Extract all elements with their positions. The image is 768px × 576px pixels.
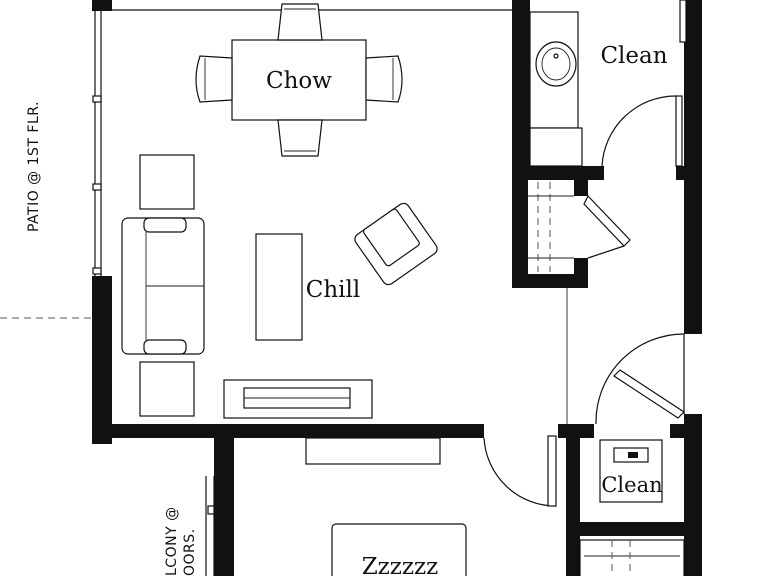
wall-bedroom-left	[214, 424, 234, 576]
closet	[528, 182, 631, 272]
end-table-bottom	[139, 361, 195, 417]
wall-left-lower	[92, 276, 112, 444]
chair-left	[195, 55, 233, 103]
entry-door	[595, 333, 685, 425]
dresser	[305, 437, 441, 465]
bedroom-door-leaf	[547, 435, 557, 507]
wall-living-bottom	[92, 424, 484, 438]
wall-closet-bottom	[512, 274, 588, 288]
chair-top	[277, 3, 323, 41]
closet-door	[583, 194, 631, 247]
laundry	[599, 439, 663, 503]
bed	[331, 523, 467, 576]
wall-top-left-stub	[92, 0, 112, 11]
wall-right-lower	[684, 414, 702, 576]
label-living: Chill	[306, 277, 360, 303]
entry-door-swing	[595, 333, 685, 425]
note-balcony-2: OORS.	[182, 528, 198, 576]
label-bedroom: Zzzzzz	[362, 554, 439, 576]
sofa-arm-top	[143, 217, 187, 233]
lower-bath	[579, 539, 685, 576]
living-furniture	[121, 154, 438, 419]
wall-closet-jamb-bottom	[574, 258, 588, 288]
wall-closet-left	[512, 166, 528, 288]
bath-shelf	[529, 127, 583, 167]
wall-bath-bottom-right	[676, 166, 702, 180]
bath-door	[675, 95, 683, 167]
bath-fixtures	[529, 0, 687, 167]
sofa-arm-bottom	[143, 339, 187, 355]
note-patio: PATIO @ 1ST FLR.	[26, 101, 42, 232]
wall-bath-left	[512, 0, 530, 180]
wall-laundry-top-right	[670, 424, 702, 438]
armchair-seat	[362, 208, 420, 267]
note-balcony-1: LCONY @	[164, 506, 180, 576]
label-laundry: Clean	[601, 473, 662, 497]
chair-right	[365, 55, 403, 103]
wall-laundry-bottom	[566, 522, 702, 536]
bedroom-furniture	[205, 437, 467, 576]
label-dining: Chow	[266, 68, 332, 94]
label-bath: Clean	[600, 43, 667, 69]
bedroom-door	[483, 435, 557, 507]
entry-door-leaf	[613, 369, 685, 419]
bedroom-door-swing	[483, 437, 557, 507]
chair-bottom	[277, 119, 323, 157]
coffee-table	[255, 233, 303, 341]
bath-door-swing	[601, 95, 677, 167]
wall-laundry-left	[566, 424, 580, 576]
wall-bath-bottom-left	[512, 166, 604, 180]
walls	[92, 0, 702, 576]
dining-set	[195, 3, 403, 157]
end-table-top	[139, 154, 195, 210]
wall-closet-jamb-top	[574, 180, 588, 196]
